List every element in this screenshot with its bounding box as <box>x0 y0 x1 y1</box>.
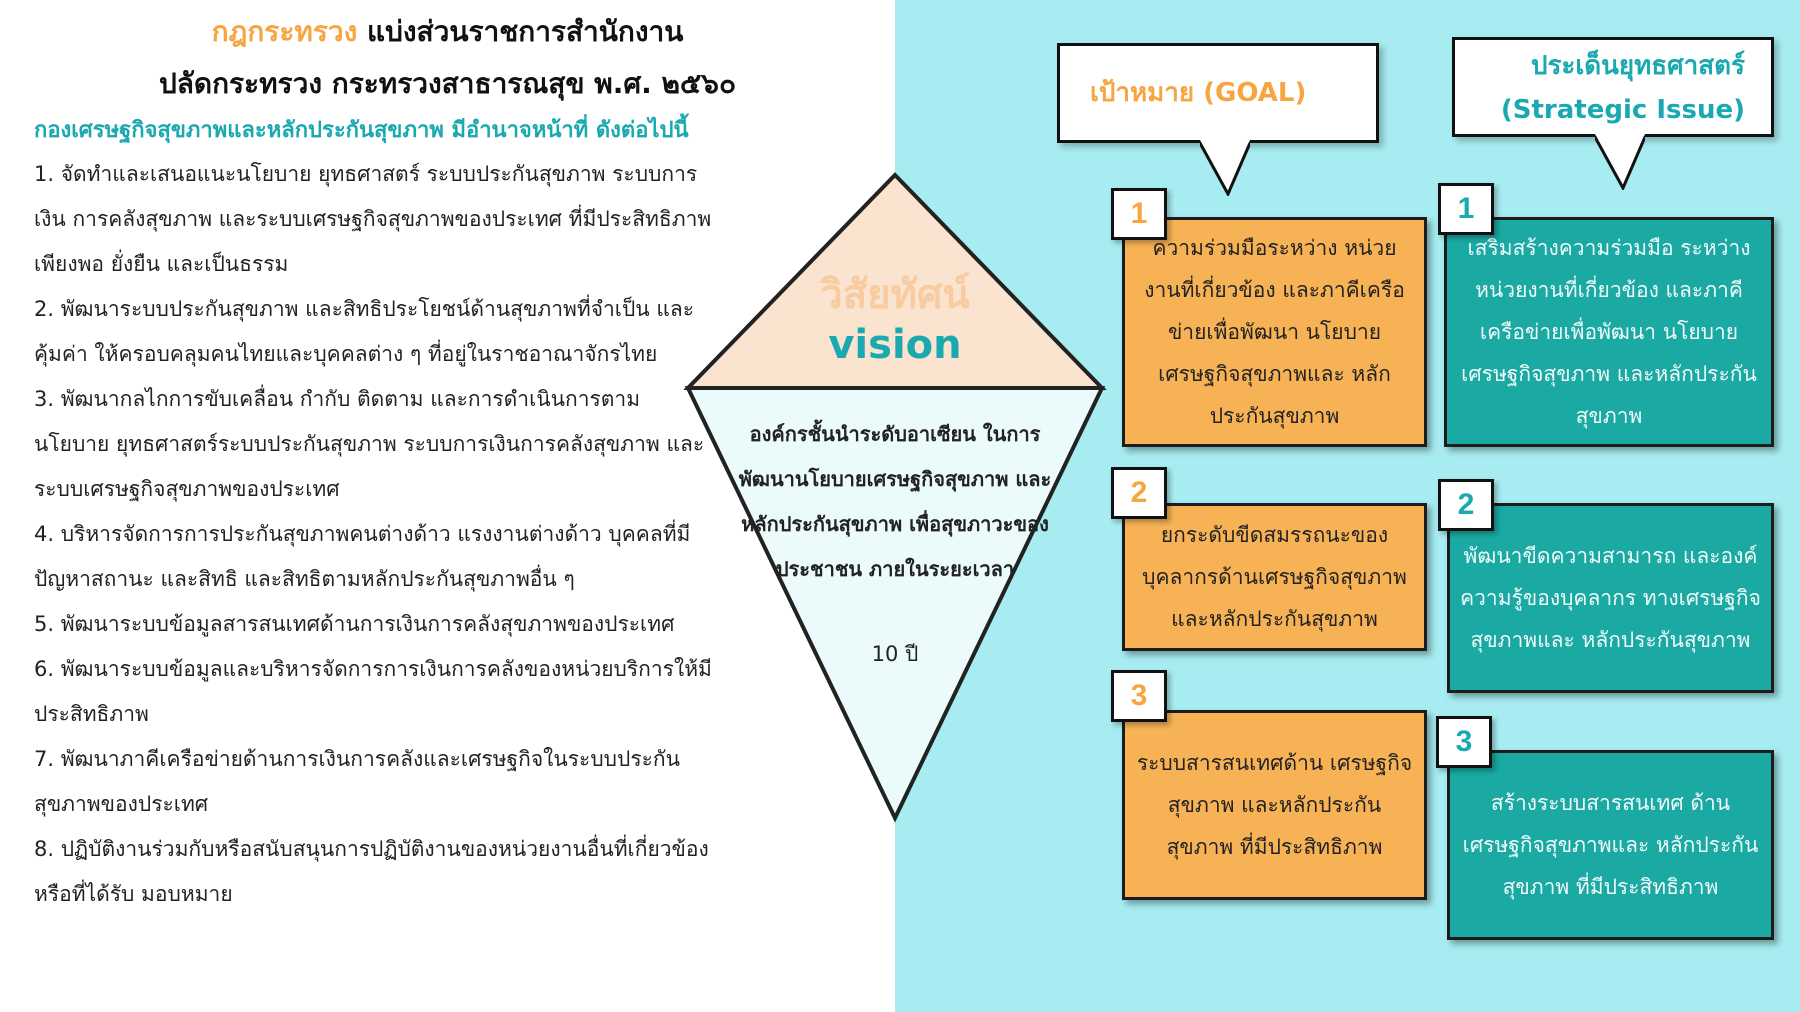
callout-tail <box>1200 140 1250 196</box>
title-highlight: กฎกระทรวง <box>211 15 358 48</box>
duty-item: 8. ปฏิบัติงานร่วมกับหรือสนับสนุนการปฏิบั… <box>34 837 709 906</box>
goal-box-3: ระบบสารสนเทศด้าน เศรษฐกิจสุขภาพ และหลักป… <box>1122 710 1427 900</box>
diamond-bottom <box>684 386 1106 823</box>
goal-number-3: 3 <box>1111 670 1167 722</box>
goal-number-1: 1 <box>1111 188 1167 240</box>
vision-diamond <box>683 172 1107 823</box>
vision-years: 10 ปี <box>871 642 919 666</box>
page-title: กฎกระทรวง แบ่งส่วนราชการสำนักงาน <box>0 10 895 54</box>
callout-tail <box>1595 134 1645 190</box>
page-title-line2: ปลัดกระทรวง กระทรวงสาธารณสุข พ.ศ. ๒๕๖๐ <box>158 67 737 100</box>
goal-box-1: ความร่วมมือระหว่าง หน่วยงานที่เกี่ยวข้อง… <box>1122 217 1427 447</box>
strategic-issue-box-1: เสริมสร้างความร่วมมือ ระหว่างหน่วยงานที่… <box>1444 217 1774 447</box>
section-subtitle: กองเศรษฐกิจสุขภาพและหลักประกันสุขภาพ มีอ… <box>34 118 689 143</box>
duty-item: 1. จัดทำและเสนอแนะนโยบาย ยุทธศาสตร์ ระบบ… <box>34 162 712 276</box>
duty-item: 5. พัฒนาระบบข้อมูลสารสนเทศด้านการเงินการ… <box>34 612 675 636</box>
vision-title-th: วิสัยทัศน์ <box>820 272 970 318</box>
strategic-issue-box-2: พัฒนาขีดความสามารถ และองค์ความรู้ของบุคล… <box>1447 503 1774 693</box>
strategic-issue-number-1: 1 <box>1438 183 1494 235</box>
strategic-issue-callout: ประเด็นยุทธศาสตร์ (Strategic Issue) <box>1452 37 1774 190</box>
strategic-issue-label: ประเด็นยุทธศาสตร์ (Strategic Issue) <box>1455 44 1771 132</box>
strategic-issue-box-3: สร้างระบบสารสนเทศ ด้านเศรษฐกิจสุขภาพและ … <box>1447 750 1774 940</box>
goal-number-2: 2 <box>1111 467 1167 519</box>
title-rest: แบ่งส่วนราชการสำนักงาน <box>357 15 684 48</box>
duty-item: 2. พัฒนาระบบประกันสุขภาพ และสิทธิประโยชน… <box>34 297 695 366</box>
duty-item: 3. พัฒนากลไกการขับเคลื่อน กำกับ ติดตาม แ… <box>34 387 705 501</box>
vision-statement: องค์กรชั้นนำระดับอาเซียน ในการพัฒนานโยบา… <box>738 422 1052 581</box>
duty-item: 6. พัฒนาระบบข้อมูลและบริหารจัดการการเงิน… <box>34 657 712 726</box>
strategic-issue-label-th: ประเด็นยุทธศาสตร์ <box>1530 51 1745 81</box>
strategic-issue-label-en: (Strategic Issue) <box>1500 95 1745 125</box>
duties-list: 1. จัดทำและเสนอแนะนโยบาย ยุทธศาสตร์ ระบบ… <box>34 152 714 917</box>
duty-item: 7. พัฒนาภาคีเครือข่ายด้านการเงินการคลังแ… <box>34 747 680 816</box>
strategic-issue-number-3: 3 <box>1436 716 1492 768</box>
goal-box-2: ยกระดับขีดสมรรถนะของ บุคลากรด้านเศรษฐกิจ… <box>1122 503 1427 651</box>
duty-item: 4. บริหารจัดการการประกันสุขภาพคนต่างด้าว… <box>34 522 691 591</box>
goal-callout: เป้าหมาย (GOAL) <box>1057 43 1379 196</box>
vision-title-en: vision <box>828 322 962 368</box>
goal-label: เป้าหมาย (GOAL) <box>1090 78 1307 108</box>
strategic-issue-number-2: 2 <box>1438 479 1494 531</box>
